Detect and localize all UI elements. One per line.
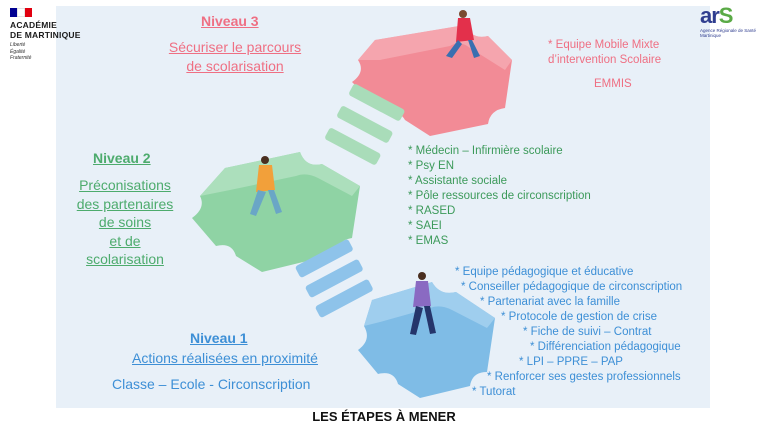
academie-name: ACADÉMIE DE MARTINIQUE bbox=[10, 20, 81, 40]
level-1-actor: * Tutorat bbox=[472, 386, 516, 398]
academie-logo: ACADÉMIE DE MARTINIQUE Liberté Égalité F… bbox=[10, 8, 110, 68]
level-1-subtitle: Actions réalisées en proximité bbox=[132, 350, 318, 366]
level-3-actor: * Equipe Mobile Mixte bbox=[548, 39, 660, 51]
level-1-actors: * Equipe pédagogique et éducative * Cons… bbox=[0, 265, 768, 400]
level-3-actor: d’intervention Scolaire bbox=[548, 54, 662, 66]
level-2-actor: * EMAS bbox=[408, 235, 449, 247]
slide-footer-title: LES ÉTAPES À MENER bbox=[312, 409, 456, 424]
ars-logo-text: arS bbox=[700, 3, 733, 28]
ars-logo-subtitle: Agence Régionale de Santé Martinique bbox=[700, 28, 757, 38]
puzzle-piece-level-3 bbox=[352, 25, 512, 136]
level-1-actor: * Différenciation pédagogique bbox=[530, 341, 681, 353]
level-1-actor: * LPI – PPRE – PAP bbox=[519, 356, 623, 368]
level-1-title: Niveau 1 bbox=[190, 330, 248, 346]
level-2-actor: * Assistante sociale bbox=[408, 175, 508, 187]
connector-bars-upper bbox=[325, 84, 405, 165]
level-2-actors: * Médecin – Infirmière scolaire * Psy EN… bbox=[408, 144, 591, 249]
level-1-actor: * Protocole de gestion de crise bbox=[501, 311, 657, 323]
level-1-actor: * Equipe pédagogique et éducative bbox=[455, 266, 634, 278]
connector-bars-lower bbox=[295, 239, 373, 318]
level-1-actor: * Fiche de suivi – Contrat bbox=[523, 326, 652, 338]
level-3-actors: * Equipe Mobile Mixte d’intervention Sco… bbox=[548, 38, 661, 92]
level-2-title: Niveau 2 bbox=[93, 150, 151, 166]
ars-logo: arS Agence Régionale de Santé Martinique bbox=[700, 4, 762, 40]
level-3-title: Niveau 3 bbox=[201, 13, 259, 29]
level-1-scope: Classe – Ecole - Circonscription bbox=[112, 376, 311, 392]
level-2-actor: * Pôle ressources de circonscription bbox=[408, 190, 591, 202]
level-2-actor: * SAEI bbox=[408, 220, 442, 232]
level-3-actor: EMMIS bbox=[594, 78, 632, 90]
level-2-actor: * RASED bbox=[408, 205, 456, 217]
level-1-actor: * Partenariat avec la famille bbox=[480, 296, 620, 308]
level-2-actor: * Psy EN bbox=[408, 160, 455, 172]
level-3-actor bbox=[548, 68, 661, 77]
level-2-subtitle: Préconisations des partenaires de soins … bbox=[76, 177, 174, 267]
academie-motto: Liberté Égalité Fraternité bbox=[10, 42, 32, 61]
person-figure-red bbox=[446, 10, 480, 58]
level-2-actor: * Médecin – Infirmière scolaire bbox=[408, 145, 563, 157]
level-1-actor: * Renforcer ses gestes professionnels bbox=[487, 371, 681, 383]
person-figure-green bbox=[250, 156, 282, 216]
french-flag-icon bbox=[10, 8, 32, 17]
level-1-actor: * Conseiller pédagogique de circonscript… bbox=[461, 281, 683, 293]
person-figure-purple bbox=[410, 272, 436, 335]
level-3-subtitle: Sécuriser le parcours de scolarisation bbox=[168, 39, 302, 74]
